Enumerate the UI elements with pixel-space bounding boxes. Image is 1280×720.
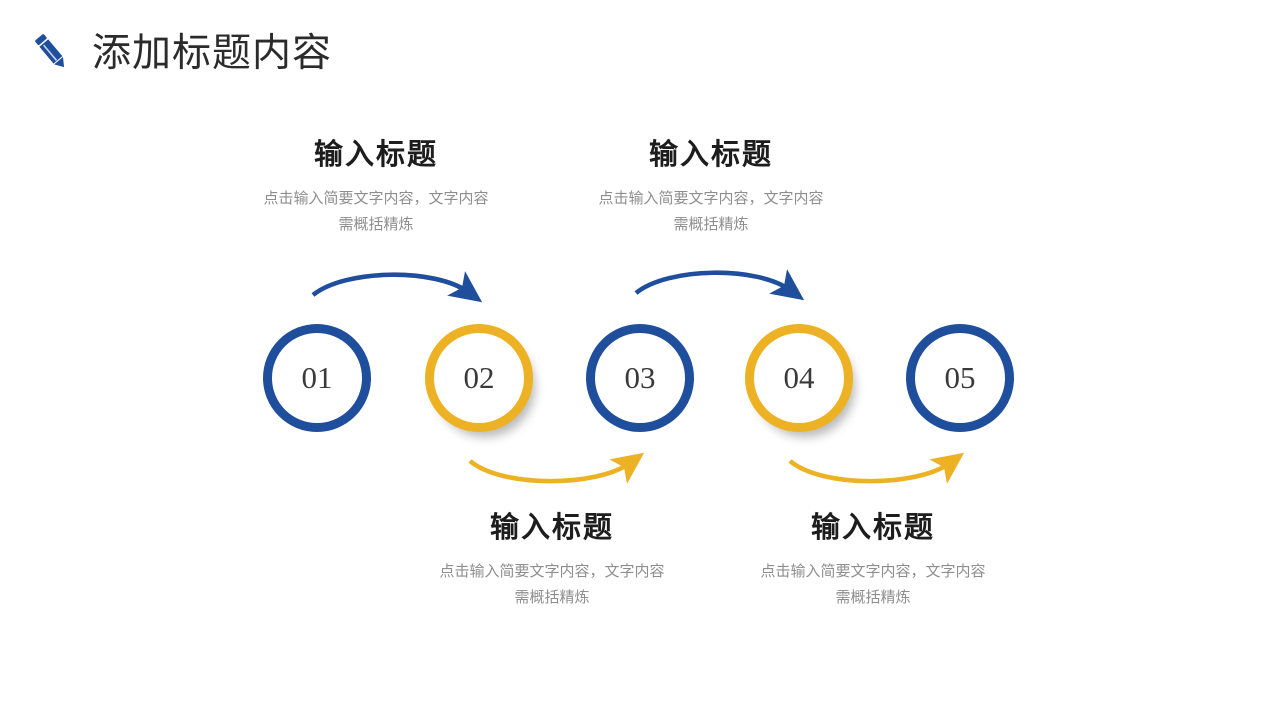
callout-title: 输入标题 (648, 139, 773, 171)
callout-title: 输入标题 (810, 512, 935, 544)
step-number: 05 (944, 359, 976, 395)
callout-bottom-2: 输入标题 点击输入简要文字内容，文字内容需概括精炼 (713, 504, 1033, 611)
callout-description: 点击输入简要文字内容，文字内容需概括精炼 (598, 190, 824, 233)
arrow-03-to-04 (634, 269, 805, 301)
step-number: 02 (463, 359, 495, 395)
callout-top-1: 输入标题 点击输入简要文字内容，文字内容需概括精炼 (216, 131, 536, 238)
callout-title: 输入标题 (313, 139, 438, 171)
arrow-01-to-02 (311, 271, 483, 303)
arrow-02-to-03 (468, 452, 645, 484)
step-number: 04 (783, 359, 815, 395)
step-circle-01[interactable]: 01 (263, 324, 371, 432)
callout-title: 输入标题 (489, 512, 614, 544)
step-circle-05[interactable]: 05 (906, 324, 1014, 432)
callout-bottom-1: 输入标题 点击输入简要文字内容，文字内容需概括精炼 (392, 504, 712, 611)
step-circle-04[interactable]: 04 (745, 324, 853, 432)
slide-header: 添加标题内容 (26, 22, 332, 78)
step-number: 01 (301, 359, 333, 395)
page-title: 添加标题内容 (92, 32, 333, 75)
step-number: 03 (624, 359, 656, 395)
callout-description: 点击输入简要文字内容，文字内容需概括精炼 (760, 563, 986, 606)
callout-top-2: 输入标题 点击输入简要文字内容，文字内容需概括精炼 (551, 131, 871, 238)
pencil-icon (26, 27, 76, 77)
callout-description: 点击输入简要文字内容，文字内容需概括精炼 (263, 190, 489, 233)
arrow-04-to-05 (788, 452, 965, 484)
callout-description: 点击输入简要文字内容，文字内容需概括精炼 (439, 563, 665, 606)
step-circle-02[interactable]: 02 (425, 324, 533, 432)
step-circle-03[interactable]: 03 (586, 324, 694, 432)
